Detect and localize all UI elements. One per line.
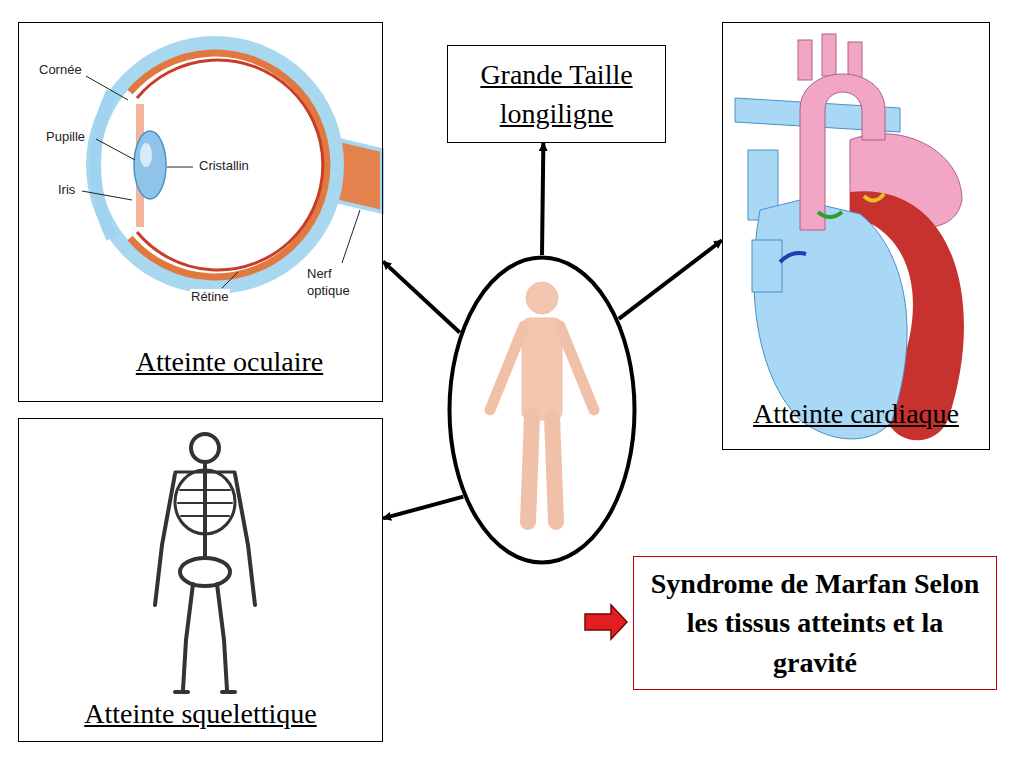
arrow-connector — [542, 143, 543, 255]
arm — [490, 326, 524, 410]
rib — [180, 489, 230, 491]
arrow-connector — [383, 497, 463, 519]
eye-illustration — [82, 43, 382, 288]
part-label: Rétine — [190, 289, 230, 306]
skeleton-illustration — [155, 434, 255, 692]
leg-bones — [217, 584, 227, 690]
torso — [522, 318, 562, 420]
part-label: Iris — [57, 182, 76, 199]
rib — [181, 515, 229, 517]
choroid — [130, 53, 327, 277]
leader-line — [86, 76, 128, 100]
arm — [560, 326, 594, 410]
spine — [203, 462, 207, 565]
part-label: Pupille — [45, 129, 86, 146]
trait-box: Grande Taille longiligne — [447, 45, 666, 143]
leader-line — [342, 210, 360, 263]
valve — [818, 212, 842, 217]
arm-bones — [235, 474, 255, 605]
sclera — [93, 43, 337, 287]
leader-line — [222, 272, 238, 288]
ellipse-outline — [447, 255, 637, 565]
rib — [178, 502, 232, 504]
leg — [552, 416, 556, 522]
body-figure — [490, 282, 594, 522]
arm-bones — [155, 474, 175, 605]
node-text: Atteinte cardiaque — [753, 394, 959, 433]
part-label: Cornée — [38, 62, 83, 79]
leader-line — [82, 191, 132, 200]
leg — [528, 416, 532, 522]
foot — [222, 690, 235, 694]
ribcage — [175, 470, 235, 534]
heart-panel: Atteinte cardiaque — [722, 22, 990, 450]
leader-lines — [82, 76, 360, 288]
node-text: Grande Taille longiligne — [460, 55, 653, 133]
head — [526, 282, 558, 314]
node-text: Atteinte squelettique — [84, 694, 317, 733]
valve — [864, 194, 884, 201]
leader-line — [167, 167, 193, 168]
part-label: Nerf optique — [306, 266, 368, 300]
inferior-vena-cava — [752, 240, 782, 292]
red-block-arrow — [585, 605, 627, 639]
leader-line — [96, 139, 135, 160]
arrow-connector — [619, 240, 722, 319]
skeleton-panel: Atteinte squelettique — [18, 418, 383, 742]
heart-illustration — [735, 34, 964, 440]
eye-panel: Atteinte oculaire — [18, 22, 383, 402]
ellipse-outline — [450, 258, 635, 563]
node-text: Atteinte oculaire — [136, 342, 323, 381]
node-text: Syndrome de Marfan Selon les tissus atte… — [644, 564, 986, 682]
clavicle — [175, 471, 235, 474]
aorta — [800, 74, 885, 230]
pelvis — [180, 558, 230, 586]
cornea — [95, 92, 112, 238]
foot — [175, 690, 188, 694]
skull — [191, 434, 219, 462]
lens — [134, 131, 166, 199]
arrow-connector — [383, 261, 460, 332]
body-ellipse — [447, 255, 637, 565]
part-label: Cristallin — [198, 158, 250, 175]
leg-bones — [183, 584, 193, 690]
aortic-branch — [798, 40, 812, 80]
aortic-branch — [822, 34, 836, 76]
valve — [780, 253, 806, 262]
conclusion-box: Syndrome de Marfan Selon les tissus atte… — [633, 556, 997, 690]
lens-highlight — [140, 143, 152, 167]
